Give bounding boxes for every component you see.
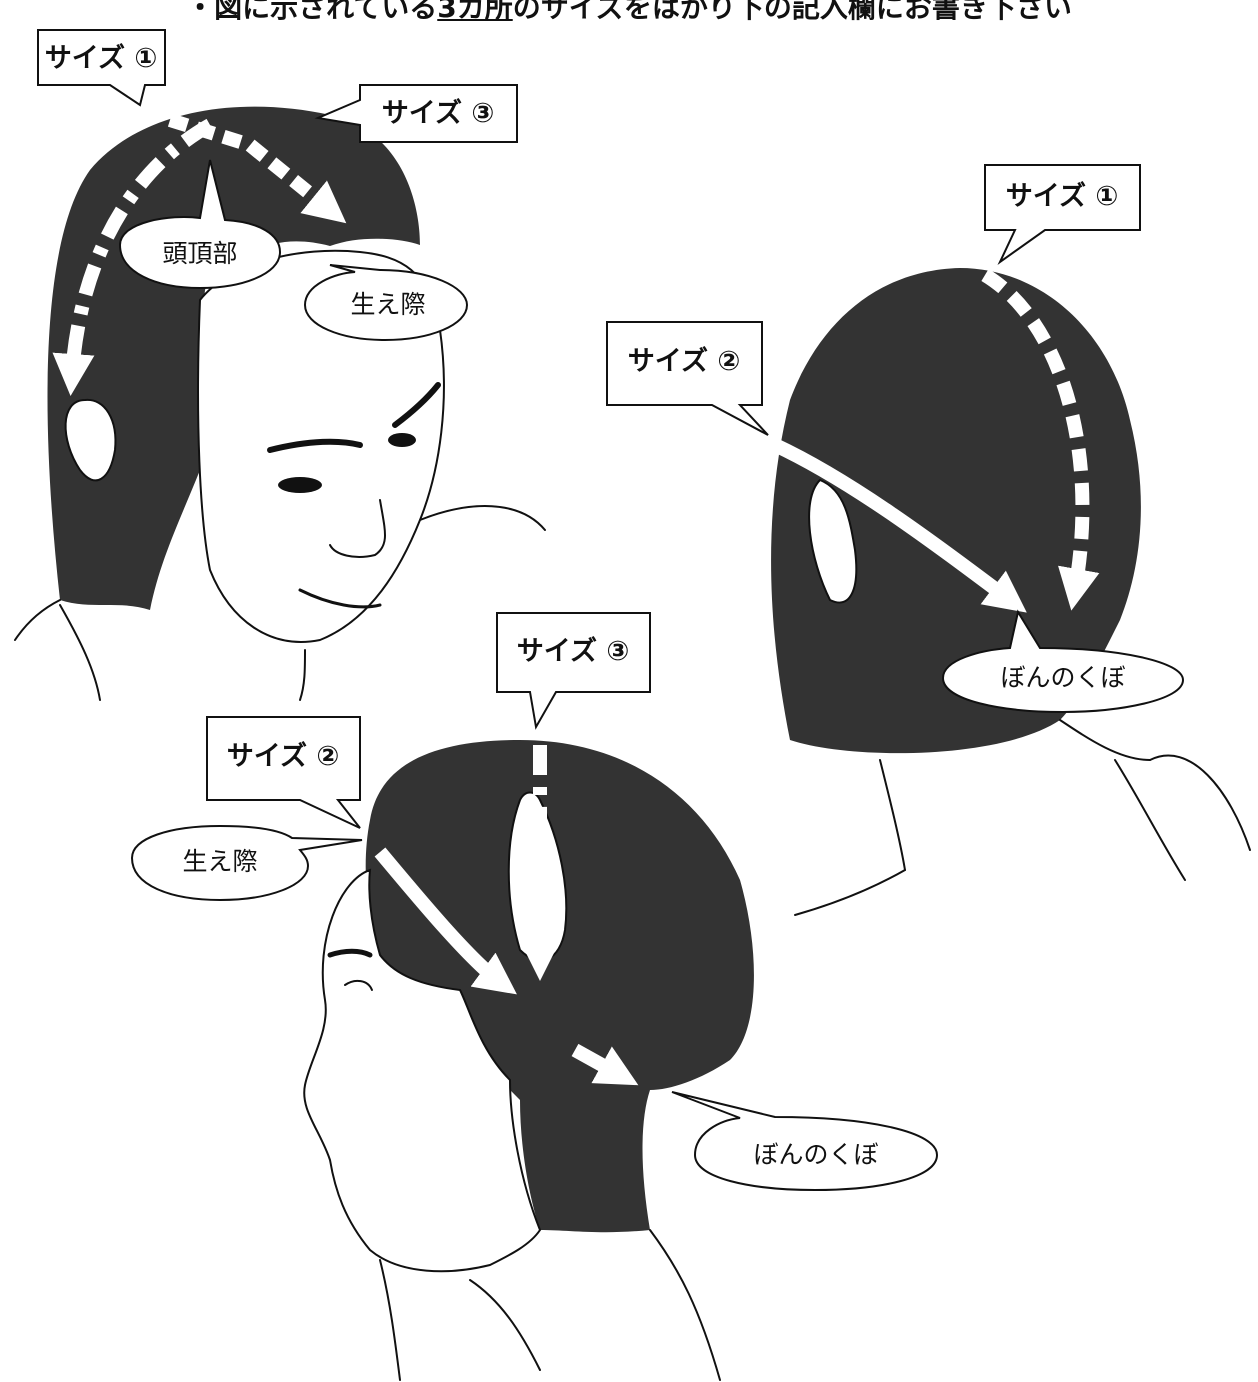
callout-size2-back: サイズ ②	[607, 322, 768, 435]
callout-size1-back-text: サイズ ①	[1006, 180, 1118, 212]
front-view-figure	[15, 107, 545, 700]
callout-hairline-side: 生え際	[132, 826, 362, 900]
callout-size2-back-text: サイズ ②	[628, 345, 740, 377]
front-eye	[278, 477, 322, 493]
callout-size2-side-text: サイズ ②	[227, 740, 339, 772]
callout-size3-front-text: サイズ ③	[382, 97, 494, 129]
callout-size1-back: サイズ ①	[985, 165, 1140, 262]
callout-nape-side-text: ぼんのくぼ	[753, 1140, 878, 1169]
callout-nape-side: ぼんのくぼ	[672, 1092, 937, 1190]
back-view-figure	[771, 268, 1250, 915]
callout-crown-text: 頭頂部	[162, 239, 237, 268]
side-collar-fold	[470, 1280, 540, 1370]
side-collar-back	[650, 1230, 720, 1380]
callout-size3-side: サイズ ③	[497, 613, 650, 727]
back-shoulder-right	[1150, 756, 1250, 850]
front-neck-line	[60, 605, 100, 700]
front-eye-right	[388, 433, 416, 447]
front-left-shoulder	[15, 600, 60, 640]
callout-size3-side-text: サイズ ③	[517, 635, 629, 667]
callout-size1-front: サイズ ①	[38, 30, 165, 105]
callout-size1-front-text: サイズ ①	[45, 42, 157, 74]
side-collar-front	[380, 1260, 400, 1380]
callout-size2-side: サイズ ②	[207, 717, 360, 828]
callout-nape-back-text: ぼんのくぼ	[1000, 663, 1125, 692]
back-collar	[1115, 760, 1185, 880]
back-neck-left	[880, 760, 905, 870]
front-shoulder-line	[300, 650, 305, 700]
front-collar-line	[420, 506, 545, 530]
callout-hairline-side-text: 生え際	[182, 847, 257, 876]
back-neck-right	[1060, 720, 1150, 760]
back-shoulder-left	[795, 870, 905, 915]
callout-hairline-front-text: 生え際	[350, 290, 425, 319]
side-view-figure	[304, 740, 754, 1380]
